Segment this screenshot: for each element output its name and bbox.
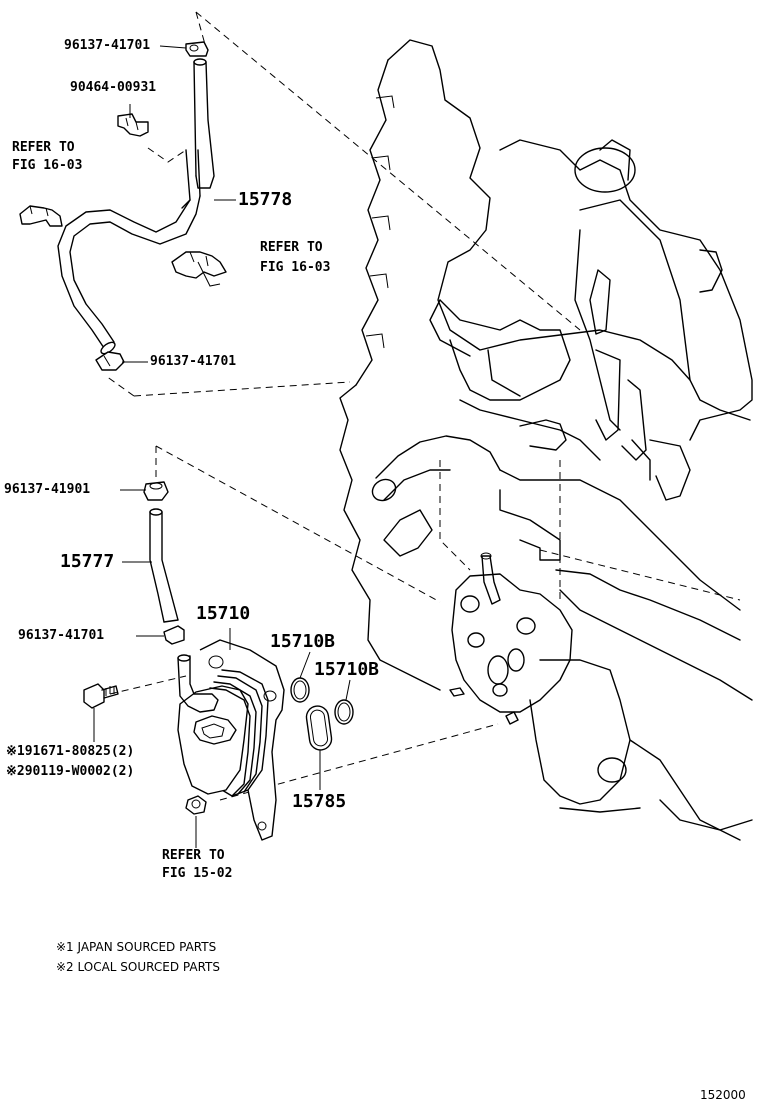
note-local-sourced: ※2 LOCAL SOURCED PARTS: [56, 960, 220, 974]
label-refer-1603-b-line1: REFER TO: [260, 240, 323, 255]
oring-15710b-shapes: [290, 677, 354, 725]
clip-shape: [117, 113, 149, 137]
label-refer-1603-b-line2: FIG 16-03: [260, 260, 331, 275]
label-clamp-top: 96137-41701: [64, 38, 151, 53]
hose-15778: [57, 58, 215, 355]
label-refer-1603-a-line1: REFER TO: [12, 140, 75, 155]
note-japan-sourced: ※1 JAPAN SOURCED PARTS: [56, 940, 217, 954]
label-clamp-41901: 96137-41901: [4, 482, 91, 497]
clamp-low-shape: [163, 625, 185, 645]
label-clamp-low: 96137-41701: [18, 628, 105, 643]
bracket-right-shape: [171, 251, 227, 287]
label-bolt-2: ※290119-W0002(2): [6, 764, 135, 779]
nut-shape: [185, 795, 207, 815]
hose-15777: [143, 481, 179, 623]
label-refer-1502-line1: REFER TO: [162, 848, 225, 863]
label-clamp-mid: 96137-41701: [150, 354, 237, 369]
oil-cooler-15710: [177, 639, 285, 841]
bracket-left-shape: [19, 205, 63, 227]
label-oring-15710b-b: 15710B: [314, 659, 380, 680]
clamp-top-shape: [185, 41, 209, 57]
label-clip-top: 90464-00931: [70, 80, 157, 95]
label-gasket-15785: 15785: [292, 791, 347, 812]
bolt-shape: [83, 683, 119, 709]
label-refer-1603-a-line2: FIG 16-03: [12, 158, 83, 173]
label-oring-15710b-a: 15710B: [270, 631, 336, 652]
label-cooler-15710: 15710: [196, 603, 251, 624]
engine-block-illustration: [339, 39, 753, 841]
clamp-mid-shape: [95, 351, 125, 371]
figure-code: 152000: [700, 1088, 746, 1102]
label-refer-1502-line2: FIG 15-02: [162, 866, 233, 881]
solid-leaders: [93, 45, 351, 848]
label-hose-15778: 15778: [238, 189, 293, 210]
label-bolt-1: ※191671-80825(2): [6, 744, 135, 759]
gasket-15785-shape: [305, 705, 333, 751]
label-hose-15777: 15777: [60, 551, 115, 572]
